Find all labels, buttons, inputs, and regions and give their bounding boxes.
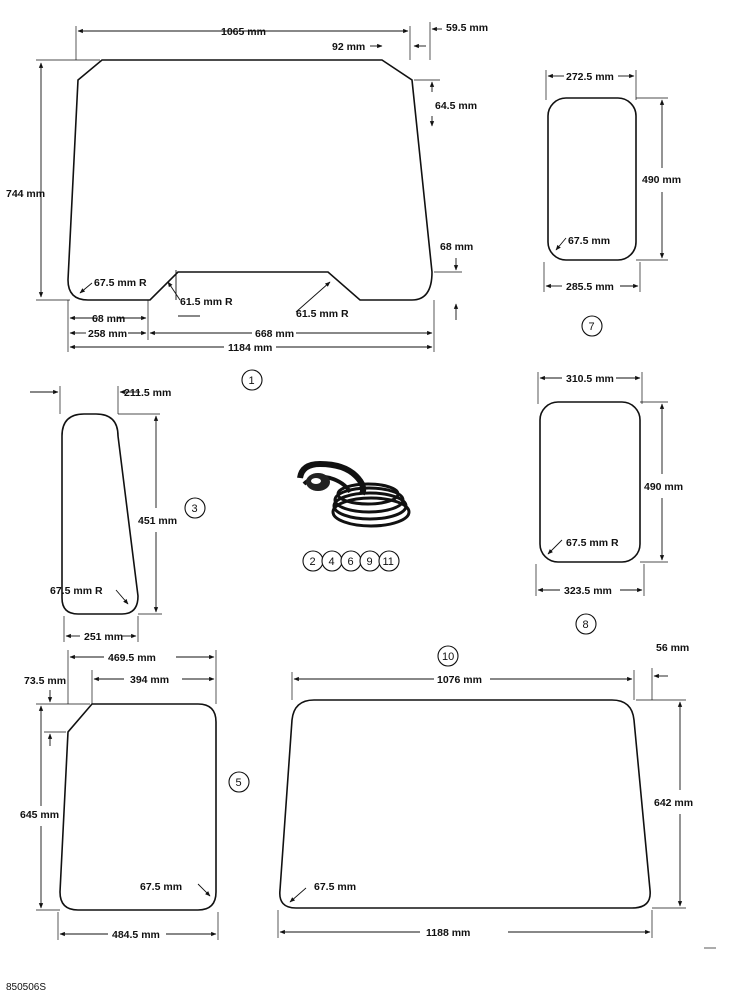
panel-1-height: 744 mm [6,188,45,200]
panel-1-top-right-offset: 59.5 mm [446,22,488,34]
seal-callout-11: 11 [383,556,394,568]
panel-5-radius: 67.5 mm [140,881,182,893]
panel-8-outline [539,401,641,563]
panel-7-bottom-width: 285.5 mm [566,281,614,293]
panel-7-callout: 7 [589,321,595,333]
panel-7-callout-circle [581,315,603,337]
seal-callout-9: 9 [367,556,373,568]
panel-1: 1065 mm 92 mm 59.5 mm 64.5 mm 744 mm 68 … [6,22,488,391]
panel-3-callout: 3 [192,503,198,515]
panel-10: 10 56 mm 1076 mm 642 mm 67.5 mm 1188 mm [277,642,693,939]
panel-5-top-straight: 394 mm [130,674,169,686]
panel-10-radius: 67.5 mm [314,881,356,893]
panel-1-bottom-radius: 67.5 mm R [94,277,147,289]
panel-10-right-offset: 56 mm [656,642,689,654]
panel-10-callout-circle [437,645,459,667]
panel-3-height: 451 mm [138,515,177,527]
seal-callout-6: 6 [348,556,354,568]
panel-3-callout-circle [184,497,206,519]
seal-callout-2: 2 [310,556,316,568]
panel-8-height: 490 mm [644,481,683,493]
panel-10-callout: 10 [442,651,454,663]
panel-5-height: 645 mm [20,809,59,821]
figure-id: 850506S [6,982,46,993]
panel-7-height: 490 mm [642,174,681,186]
panel-1-corner-height: 64.5 mm [435,100,477,112]
panel-7: 272.5 mm 490 mm 67.5 mm 285.5 mm 7 [543,70,681,337]
seal-callout-4: 4 [329,556,335,568]
panel-3: 211.5 mm 451 mm 3 67.5 mm R 251 mm [30,386,206,643]
panel-1-callout-circle [241,369,263,391]
panel-5-outline [59,703,217,911]
panel-5-callout: 5 [236,777,242,789]
panel-5-top-width: 469.5 mm [108,652,156,664]
panel-1-top-width: 1065 mm [221,26,266,38]
panel-7-radius: 67.5 mm [568,235,610,247]
panel-1-notch-radius-left: 61.5 mm R [180,296,233,308]
panel-8-bottom-width: 323.5 mm [564,585,612,597]
panel-7-top-width: 272.5 mm [566,71,614,83]
panel-1-bottom-right-height: 68 mm [440,241,473,253]
panel-3-bottom-width: 251 mm [84,631,123,643]
panel-10-top-width: 1076 mm [437,674,482,686]
panel-5-callout-circle [228,771,250,793]
panel-3-top-offset: 211.5 mm [124,387,171,399]
panel-3-radius: 67.5 mm R [50,585,103,597]
panel-8-top-width: 310.5 mm [566,373,614,385]
panel-1-left-segment: 258 mm [88,328,127,340]
panel-1-middle-segment: 668 mm [255,328,294,340]
panel-1-outline [67,59,433,301]
panel-1-callout: 1 [249,375,255,387]
panel-5-corner-offset: 73.5 mm [24,675,66,687]
panel-1-top-corner-inset: 92 mm [332,41,365,53]
seal-coil-illustration [297,460,411,528]
panel-1-notch-radius-right: 61.5 mm R [296,308,349,320]
panel-10-bottom-width: 1188 mm [426,927,470,939]
panel-8: 310.5 mm 490 mm 67.5 mm R 323.5 mm 8 [535,372,683,635]
panel-10-height: 642 mm [654,797,693,809]
panel-5: 469.5 mm 394 mm 73.5 mm 645 mm 67.5 mm 5… [20,650,250,941]
panel-8-callout-circle [575,613,597,635]
panel-10-outline [279,699,651,909]
panel-3-outline [61,413,139,615]
seal-callouts: 2 4 6 9 11 [302,550,400,572]
panel-1-left-tab: 68 mm [92,313,125,325]
panel-8-radius: 67.5 mm R [566,537,619,549]
panel-8-callout: 8 [583,619,589,631]
panel-7-outline [547,97,637,261]
panel-1-bottom-width: 1184 mm [228,342,272,354]
panel-5-bottom-width: 484.5 mm [112,929,160,941]
